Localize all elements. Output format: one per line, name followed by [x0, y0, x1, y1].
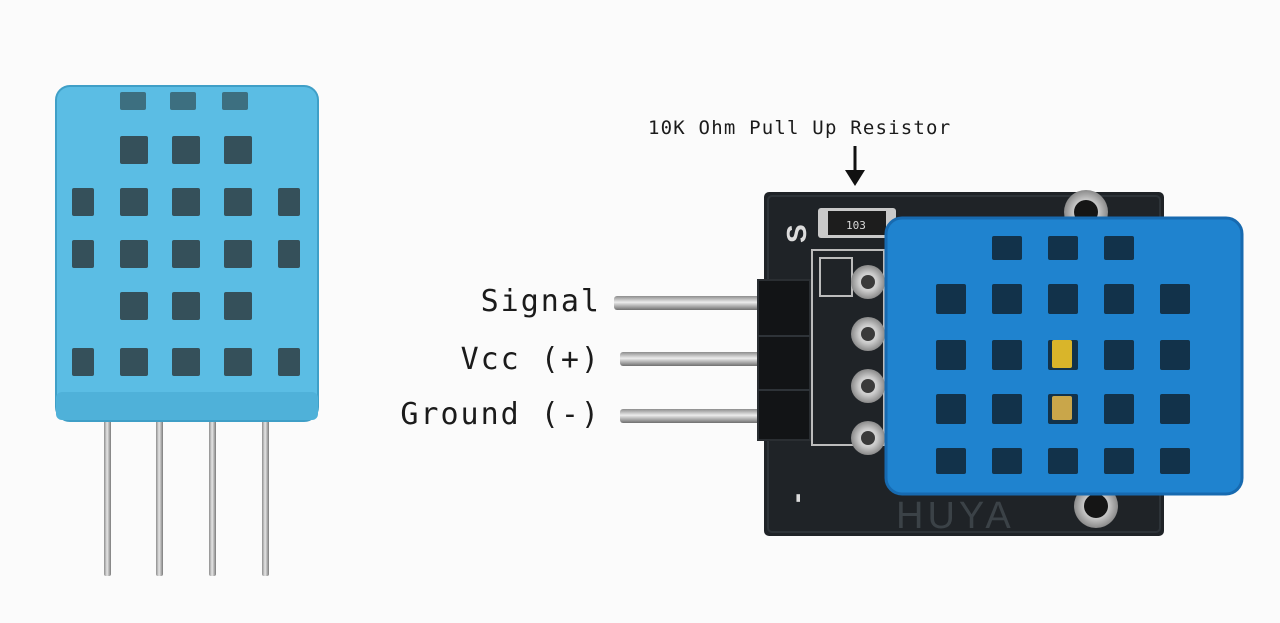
- grille-hole: [1052, 396, 1072, 420]
- grille-hole: [936, 284, 966, 314]
- grille-hole: [224, 348, 252, 376]
- grille-hole: [1104, 236, 1134, 260]
- grille-hole: [1104, 394, 1134, 424]
- grille-hole: [1160, 284, 1190, 314]
- grille-hole: [936, 448, 966, 474]
- silk-minus-label: -: [780, 493, 813, 503]
- header-pins: [614, 279, 811, 441]
- grille-hole: [224, 292, 252, 320]
- silk-brand-label: HUYA: [896, 495, 1015, 537]
- grille-hole: [72, 188, 94, 216]
- grille-hole: [992, 448, 1022, 474]
- silk-s-label: S: [781, 224, 812, 243]
- grille-hole: [172, 292, 200, 320]
- signal-pin-label: Signal: [480, 284, 601, 319]
- grille-hole: [222, 92, 248, 110]
- grille-hole: [120, 292, 148, 320]
- sensor-grille: [72, 92, 300, 376]
- module-sensor-grille: [936, 236, 1190, 474]
- grille-hole: [1104, 284, 1134, 314]
- grille-hole: [1160, 394, 1190, 424]
- vcc-pin-label: Vcc (+): [460, 342, 601, 377]
- header-housing: [757, 279, 811, 441]
- sensor-pins: [104, 420, 269, 576]
- pullup-resistor: 103: [818, 208, 896, 238]
- grille-hole: [1048, 236, 1078, 260]
- grille-hole: [120, 136, 148, 164]
- grille-hole: [992, 284, 1022, 314]
- grille-hole: [120, 348, 148, 376]
- grille-hole: [936, 394, 966, 424]
- grille-hole: [1160, 448, 1190, 474]
- bare-dht11-sensor: [55, 85, 319, 576]
- sensor-solder-pads: [851, 265, 885, 455]
- grille-hole: [1048, 448, 1078, 474]
- grille-hole: [278, 348, 300, 376]
- grille-hole: [992, 394, 1022, 424]
- grille-hole: [170, 92, 196, 110]
- grille-hole: [172, 348, 200, 376]
- grille-hole: [172, 240, 200, 268]
- svg-text:103: 103: [846, 219, 866, 232]
- grille-hole: [224, 188, 252, 216]
- grille-hole: [72, 240, 94, 268]
- grille-hole: [1052, 340, 1072, 368]
- ground-pin-label: Ground (-): [400, 397, 601, 432]
- dht11-module: S - HUYA 103: [614, 190, 1244, 537]
- grille-hole: [120, 188, 148, 216]
- grille-hole: [992, 236, 1022, 260]
- resistor-arrow: [845, 146, 865, 186]
- grille-hole: [1104, 448, 1134, 474]
- grille-hole: [72, 348, 94, 376]
- grille-hole: [172, 188, 200, 216]
- resistor-label: 10K Ohm Pull Up Resistor: [648, 117, 952, 139]
- grille-hole: [224, 136, 252, 164]
- grille-hole: [992, 340, 1022, 370]
- grille-hole: [224, 240, 252, 268]
- grille-hole: [1160, 340, 1190, 370]
- grille-hole: [1104, 340, 1134, 370]
- grille-hole: [936, 340, 966, 370]
- grille-hole: [120, 240, 148, 268]
- grille-hole: [1048, 284, 1078, 314]
- grille-hole: [278, 188, 300, 216]
- grille-hole: [172, 136, 200, 164]
- grille-hole: [278, 240, 300, 268]
- grille-hole: [120, 92, 146, 110]
